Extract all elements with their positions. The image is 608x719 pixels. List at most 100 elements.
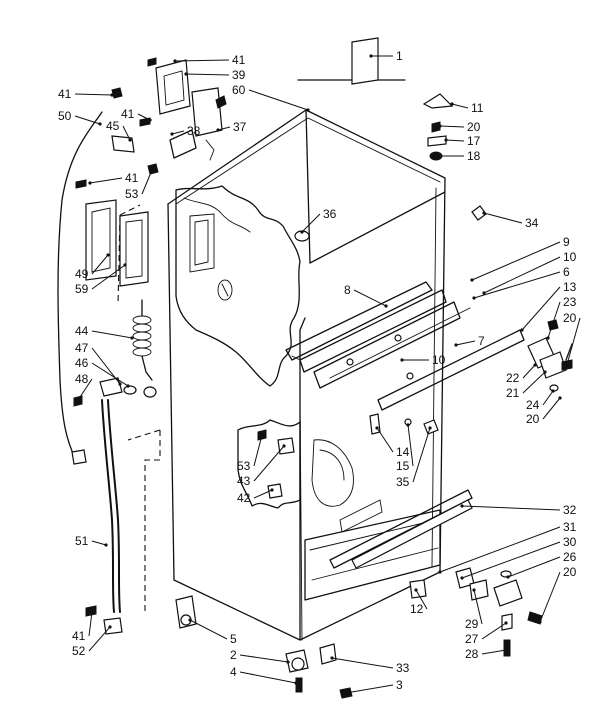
callout-c9: 9 <box>470 235 570 282</box>
callout-arrowhead <box>173 59 177 63</box>
callout-arrowhead <box>344 691 348 695</box>
callout-c39: 39 <box>184 68 246 82</box>
callout-leader <box>91 254 109 275</box>
cabinet-liner-lower <box>237 419 301 509</box>
callout-label: 60 <box>232 83 246 97</box>
callout-label: 41 <box>121 107 135 121</box>
callout-arrowhead <box>300 230 304 234</box>
roller-leg-assembly <box>175 595 353 699</box>
callout-arrowhead <box>90 610 94 614</box>
callout-c21: 21 <box>506 370 547 400</box>
part-44-cord-coil <box>132 299 153 381</box>
callout-label: 53 <box>237 459 251 473</box>
callout-c47: 47 <box>75 341 122 386</box>
callout-arrowhead <box>104 543 108 547</box>
callout-leader <box>471 241 561 281</box>
callout-leader <box>89 177 123 184</box>
callout-label: 17 <box>467 134 481 148</box>
callout-label: 30 <box>563 535 577 549</box>
callout-label: 48 <box>75 372 89 386</box>
callout-label: 49 <box>75 267 89 281</box>
callout-arrowhead <box>400 358 404 362</box>
callout-arrowhead <box>106 253 110 257</box>
callout-leader <box>407 424 414 467</box>
callout-label: 39 <box>232 68 246 82</box>
callout-c20a: 20 <box>438 120 481 134</box>
callout-c38: 38 <box>170 124 201 138</box>
callout-c14: 14 <box>375 426 410 459</box>
callout-c2: 2 <box>230 648 290 664</box>
callout-label: 4 <box>230 665 237 679</box>
callout-arrowhead <box>282 444 286 448</box>
callout-c3: 3 <box>344 678 403 695</box>
callout-arrowhead <box>520 328 524 332</box>
callout-leader <box>141 169 153 195</box>
part-1-card <box>351 37 379 85</box>
cabinet-liner-upper <box>175 185 301 387</box>
part-20-screw <box>431 121 441 133</box>
callout-arrowhead <box>558 396 562 400</box>
callout-arrowhead <box>414 588 418 592</box>
callout-leader <box>415 589 428 610</box>
callout-arrowhead <box>538 620 542 624</box>
callout-leader <box>91 540 107 546</box>
callout-leader <box>353 289 387 307</box>
callout-leader <box>74 93 113 96</box>
callout-label: 53 <box>125 187 139 201</box>
callout-arrowhead <box>504 621 508 625</box>
callout-arrowhead <box>454 343 458 347</box>
callout-arrowhead <box>438 124 442 128</box>
callout-leader <box>483 256 561 294</box>
callout-label: 20 <box>467 120 481 134</box>
callout-leader <box>539 571 561 623</box>
drain-cap <box>143 386 157 398</box>
callout-label: 34 <box>525 216 539 230</box>
callout-arrowhead <box>506 575 510 579</box>
callout-c6: 6 <box>472 265 570 300</box>
callout-label: 42 <box>237 491 251 505</box>
callout-arrowhead <box>148 118 152 122</box>
callout-label: 11 <box>471 101 484 115</box>
callout-leader <box>455 340 476 346</box>
callout-leader <box>217 126 231 131</box>
callout-leader <box>412 427 431 483</box>
callout-arrowhead <box>384 304 388 308</box>
callout-c27: 27 <box>465 621 508 646</box>
callout-c50: 50 <box>58 109 102 126</box>
callout-leader <box>122 125 131 141</box>
callout-leader <box>91 362 129 387</box>
callout-label: 33 <box>396 661 410 675</box>
callout-label: 59 <box>75 282 89 296</box>
callout-arrowhead <box>128 138 132 142</box>
callout-c35: 35 <box>396 426 432 489</box>
callout-label: 27 <box>465 632 479 646</box>
callout-label: 36 <box>323 207 337 221</box>
callout-c53a: 53 <box>125 168 154 201</box>
callout-c42: 42 <box>237 488 274 505</box>
callout-c52: 52 <box>72 625 112 658</box>
callout-leader <box>522 364 536 379</box>
callout-c8: 8 <box>344 283 388 308</box>
callout-leader <box>189 619 228 640</box>
callout-label: 43 <box>237 474 251 488</box>
callout-c41a: 41 <box>173 53 246 67</box>
callout-c59: 59 <box>75 263 127 296</box>
callout-leader <box>137 113 151 121</box>
callout-c28: 28 <box>465 647 508 661</box>
callout-c41e: 41 <box>72 610 94 643</box>
callout-c1: 1 <box>369 49 403 63</box>
callout-leader <box>253 445 285 482</box>
callout-label: 13 <box>563 280 577 294</box>
callout-label: 8 <box>344 283 351 297</box>
callout-arrowhead <box>286 660 290 664</box>
part-46-washer <box>123 385 137 395</box>
callout-arrowhead <box>438 154 442 158</box>
callout-label: 41 <box>232 53 246 67</box>
callout-label: 20 <box>563 311 577 325</box>
callout-arrowhead <box>130 336 134 340</box>
callout-arrowhead <box>110 93 114 97</box>
callout-leader <box>74 115 101 125</box>
callout-arrowhead <box>108 625 112 629</box>
callout-c53b: 53 <box>237 433 264 473</box>
callout-c10a: 10 <box>482 250 577 295</box>
